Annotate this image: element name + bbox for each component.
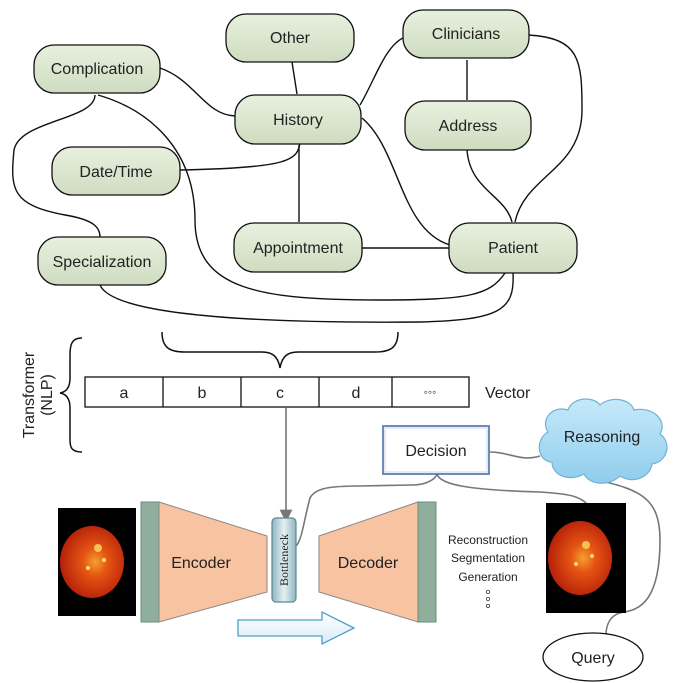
node-history: History (234, 94, 362, 145)
reasoning-label: Reasoning (564, 429, 641, 446)
output-retina-image (546, 503, 626, 613)
vector-label: Vector (485, 385, 531, 402)
bottleneck-to-decision-line (295, 473, 438, 547)
node-patient-label: Patient (488, 240, 538, 257)
query-label: Query (571, 650, 615, 667)
decoder-label: Decoder (338, 555, 399, 572)
decision-to-output-line (436, 473, 589, 506)
transformer-label: Transformer (21, 351, 38, 438)
node-datetime-label: Date/Time (79, 164, 152, 181)
edge-other-history (291, 61, 298, 95)
decision-label: Decision (405, 443, 466, 460)
output-generation: Generation (458, 570, 517, 584)
reasoning-cloud: Reasoning (538, 398, 668, 484)
encoder-trapezoid (158, 501, 268, 623)
node-appointment-label: Appointment (253, 240, 343, 257)
vector-cell-a: a (120, 385, 129, 402)
output-reconstruction: Reconstruction (448, 533, 528, 547)
node-specialization: Specialization (37, 236, 167, 286)
node-complication-label: Complication (51, 61, 143, 78)
node-complication: Complication (33, 44, 161, 94)
node-clinicians-label: Clinicians (432, 26, 500, 43)
edge-complication-patient (97, 94, 506, 301)
decision-to-reasoning-line (489, 451, 541, 459)
transformer-sublabel: (NLP) (39, 374, 56, 416)
edge-complication-history (159, 67, 236, 117)
vector-cell-ellipsis: ◦◦◦ (424, 385, 437, 399)
output-ellipsis-dots (485, 590, 490, 609)
edge-address-patient (466, 149, 513, 223)
node-specialization-label: Specialization (53, 254, 152, 271)
bottleneck-label: Bottleneck (277, 534, 291, 586)
node-clinicians: Clinicians (402, 9, 530, 59)
decision-box: Decision (382, 425, 490, 475)
vector-row: a b c d ◦◦◦ (84, 376, 470, 408)
edge-history-clinicians (359, 36, 406, 106)
edge-complication-specialization (11, 94, 101, 238)
flow-arrow (237, 610, 356, 646)
pipeline-connectors (279, 408, 661, 641)
graph-edges (11, 34, 583, 323)
graph-brace (161, 331, 399, 369)
vector-cell-c: c (276, 385, 284, 402)
transformer-brace (59, 337, 83, 453)
reasoning-to-query-line (597, 479, 661, 641)
query-node: Query (542, 632, 644, 682)
node-datetime: Date/Time (51, 146, 181, 196)
node-other: Other (225, 13, 355, 63)
input-retina-image (58, 508, 136, 616)
decoder-right-bar (417, 501, 437, 623)
bottleneck-block: Bottleneck (271, 517, 297, 603)
encoder-label: Encoder (171, 555, 231, 572)
encoder-left-bar (140, 501, 160, 623)
output-segmentation: Segmentation (451, 551, 525, 565)
node-appointment: Appointment (233, 222, 363, 273)
edge-history-datetime (179, 141, 301, 171)
edge-specialization-patient (99, 272, 514, 323)
node-address-label: Address (439, 118, 498, 135)
node-patient: Patient (448, 222, 578, 274)
edge-clinicians-patient (514, 34, 583, 223)
vector-cell-b: b (198, 385, 207, 402)
node-address: Address (404, 100, 532, 151)
edge-history-patient (361, 117, 451, 246)
node-other-label: Other (270, 30, 311, 47)
vector-cell-d: d (352, 385, 361, 402)
node-history-label: History (273, 112, 323, 129)
